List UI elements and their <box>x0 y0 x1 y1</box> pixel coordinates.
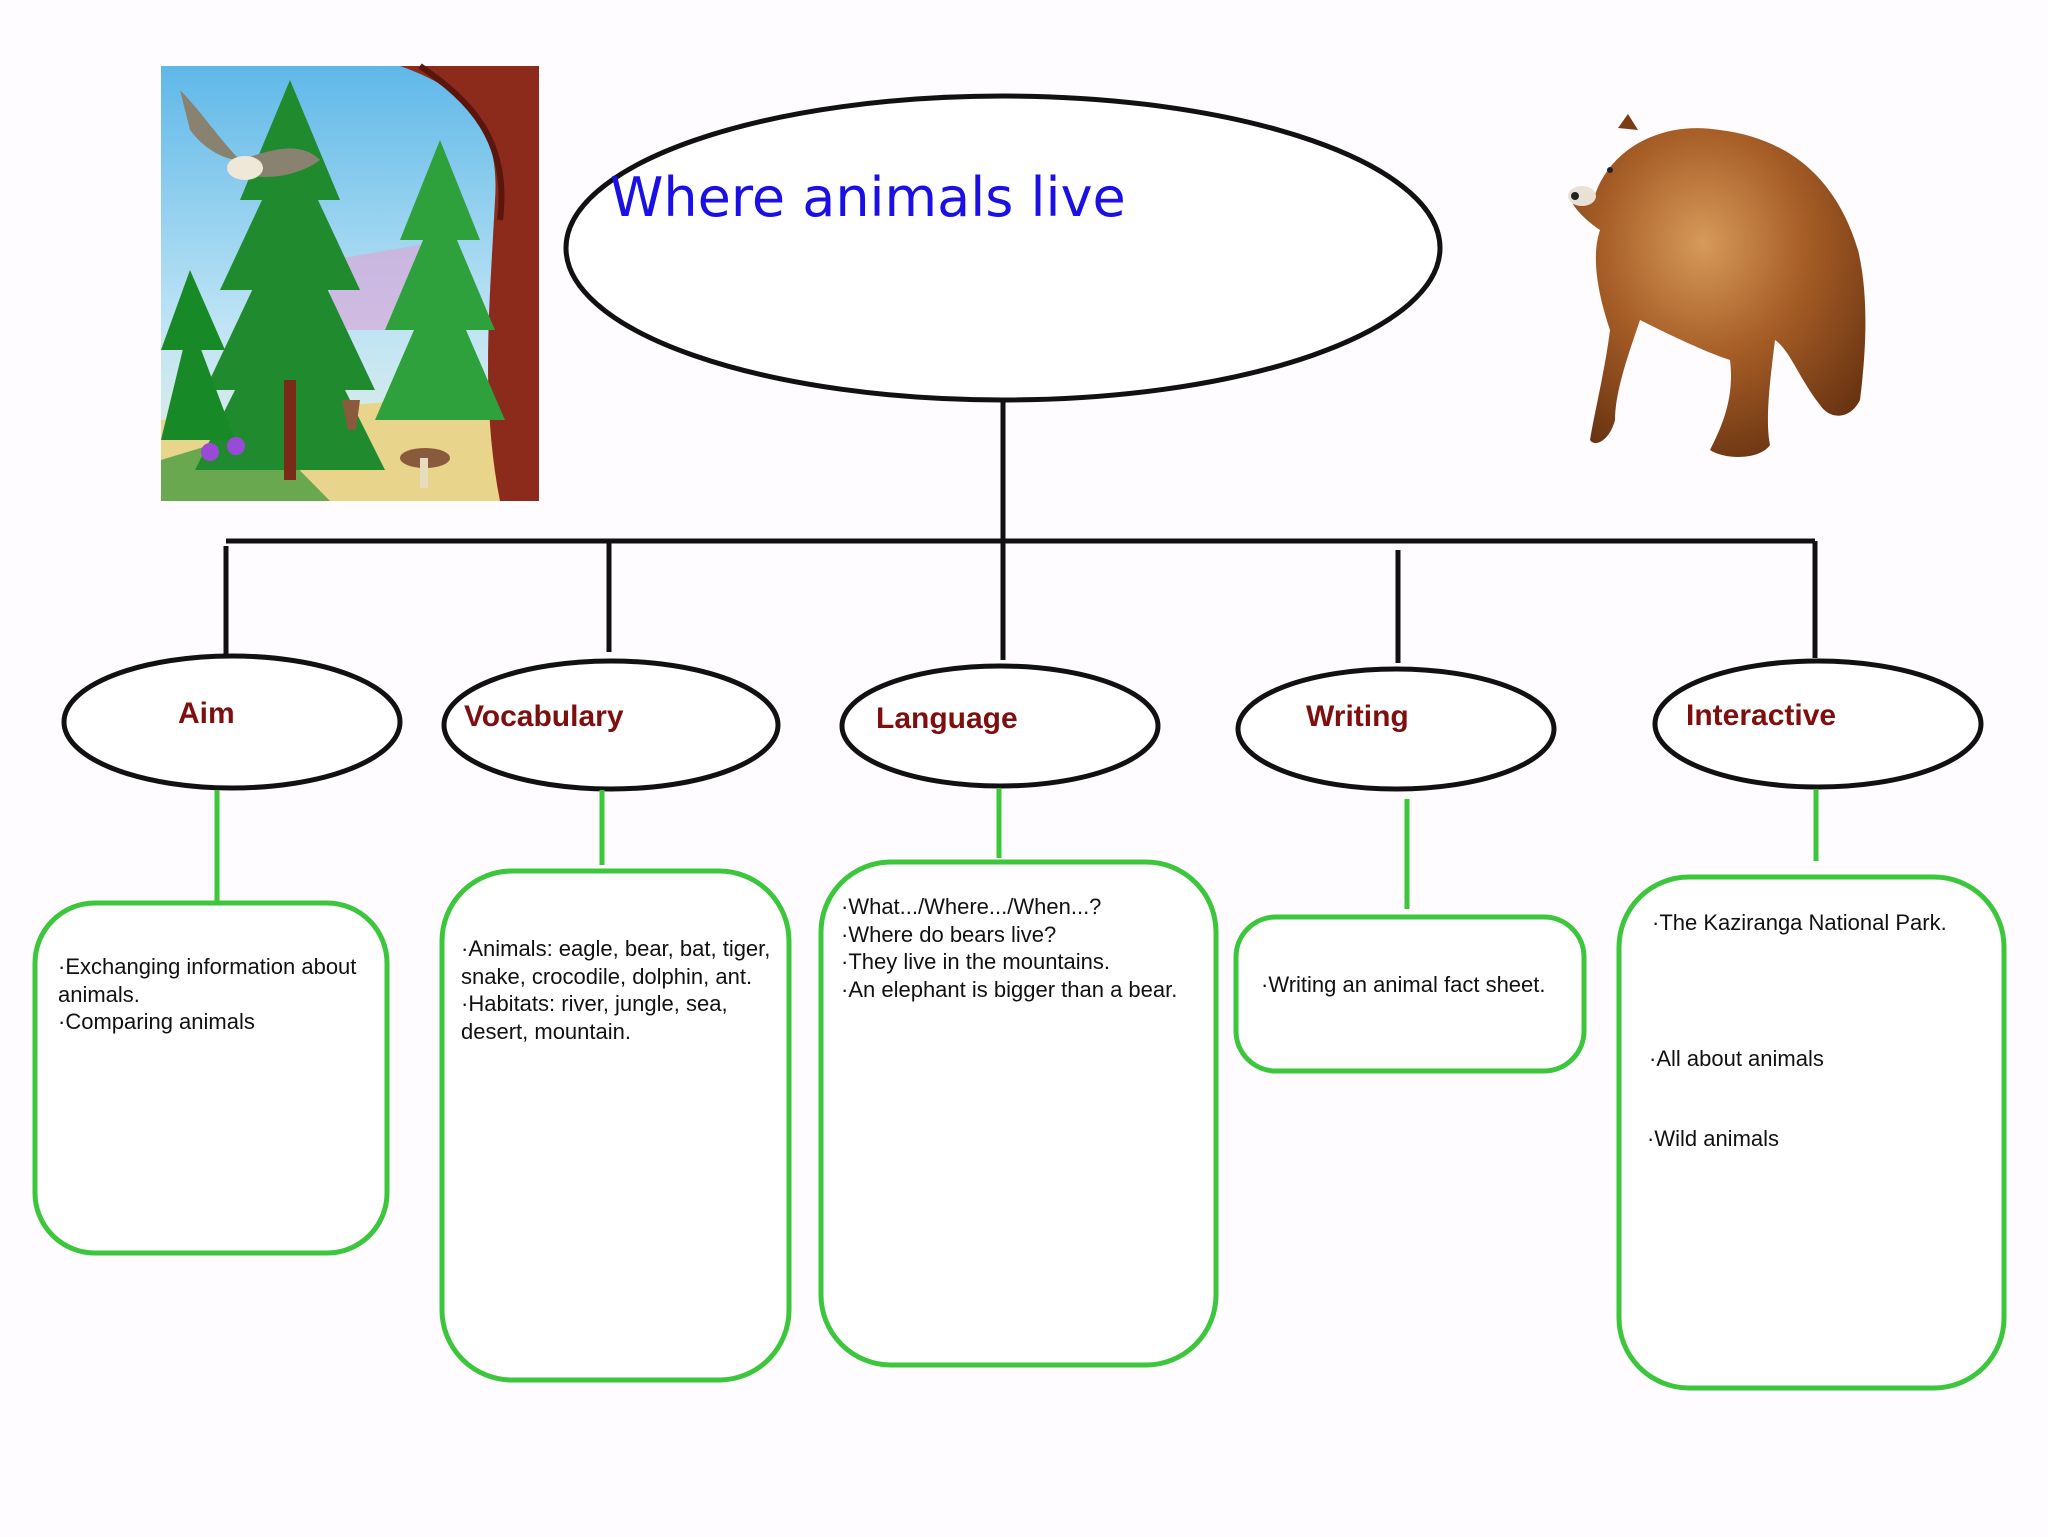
diagram-title: Where animals live <box>610 166 1126 229</box>
content-line-interactive-2: ·All about animals <box>1649 1045 1824 1073</box>
content-line: ·Habitats: river, jungle, sea, <box>461 990 770 1018</box>
content-line: ·Writing an animal fact sheet. <box>1261 971 1546 999</box>
content-line: snake, crocodile, dolphin, ant. <box>461 963 770 991</box>
content-line-interactive-1: ·The Kaziranga National Park. <box>1652 909 1947 937</box>
category-label-aim: Aim <box>178 697 235 731</box>
content-line: ·Exchanging information about <box>58 953 356 981</box>
brown-bear-illustration <box>1568 114 1865 457</box>
forest-illustration <box>161 66 539 501</box>
content-line: ·Animals: eagle, bear, bat, tiger, <box>461 935 770 963</box>
central-topic-ellipse <box>566 96 1440 400</box>
content-line: ·What.../Where.../When...? <box>841 893 1177 921</box>
content-line: ·Where do bears live? <box>841 921 1177 949</box>
category-label-language: Language <box>876 702 1018 736</box>
content-line: desert, mountain. <box>461 1018 770 1046</box>
content-text-language: ·What.../Where.../When...? ·Where do bea… <box>841 893 1177 1003</box>
content-text-vocabulary: ·Animals: eagle, bear, bat, tiger, snake… <box>461 935 770 1045</box>
category-label-interactive: Interactive <box>1686 699 1836 733</box>
content-line: animals. <box>58 981 356 1009</box>
content-text-writing: ·Writing an animal fact sheet. <box>1261 971 1546 999</box>
content-line: ·An elephant is bigger than a bear. <box>841 976 1177 1004</box>
category-label-vocabulary: Vocabulary <box>464 700 624 734</box>
content-line: ·They live in the mountains. <box>841 948 1177 976</box>
category-label-writing: Writing <box>1306 700 1409 734</box>
content-text-aim: ·Exchanging information about animals. ·… <box>58 953 356 1036</box>
content-line-interactive-3: ·Wild animals <box>1647 1125 1779 1153</box>
content-line: ·Comparing animals <box>58 1008 356 1036</box>
